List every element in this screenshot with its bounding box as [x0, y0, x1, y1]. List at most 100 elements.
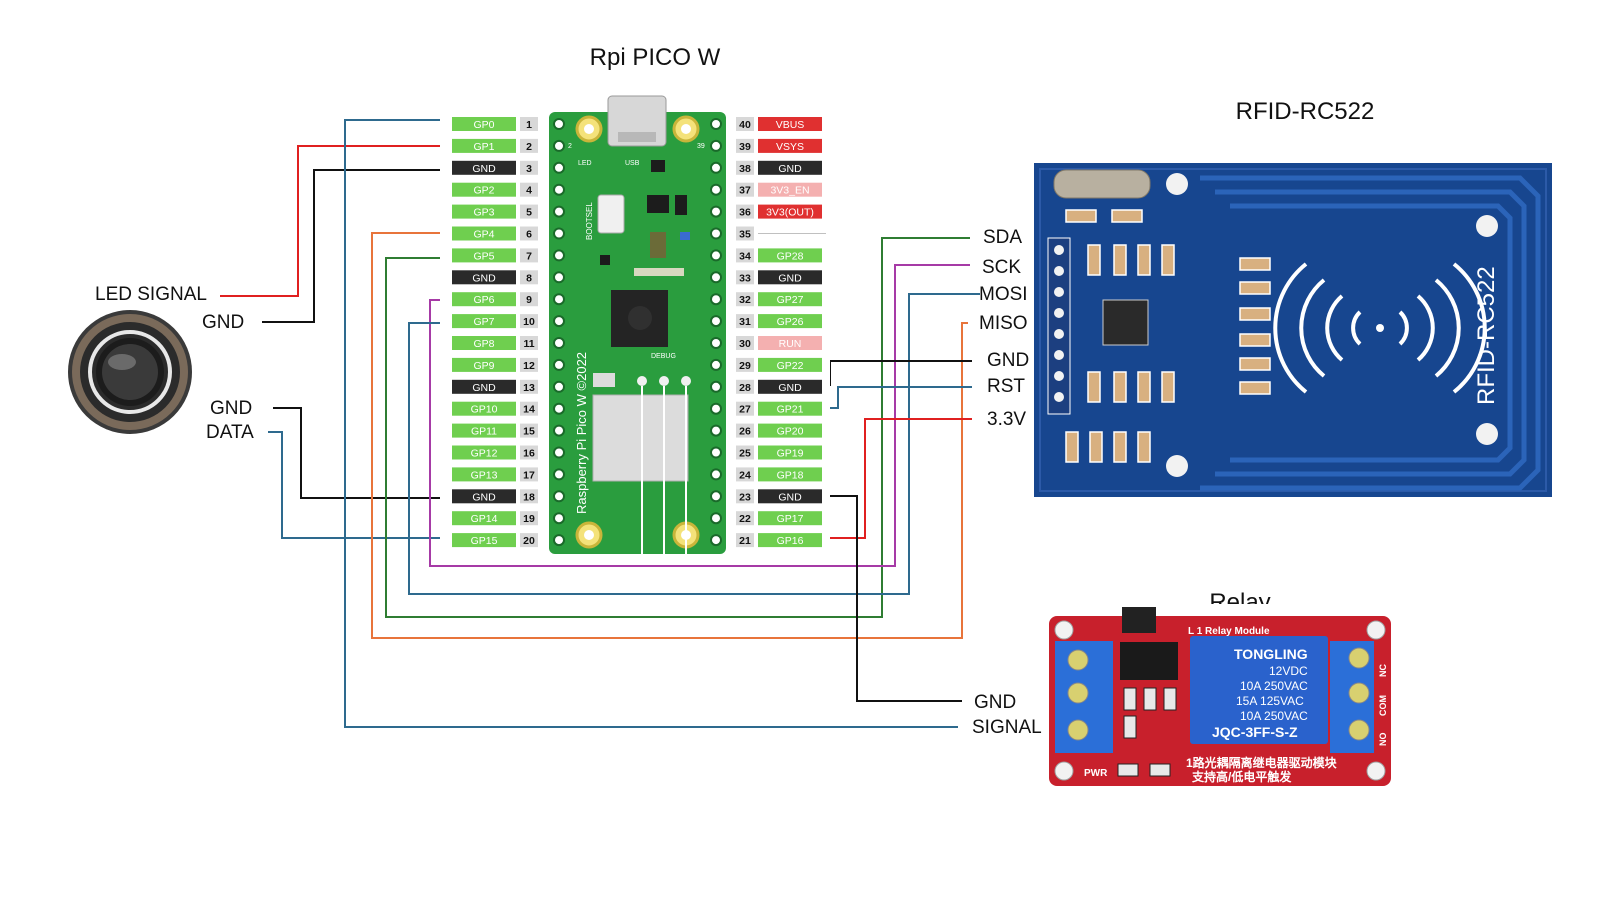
relay-module: TONGLING 12VDC 10A 250VAC 15A 125VAC 10A…	[1049, 607, 1391, 786]
pin-number: 21	[739, 535, 751, 547]
wire-relay-gnd	[825, 495, 962, 702]
rfid-header-pin	[1054, 350, 1064, 360]
pin-number: 28	[739, 382, 751, 394]
label-led-signal: LED SIGNAL	[95, 284, 207, 305]
pin-number: 29	[739, 360, 751, 372]
pin2-label: 2	[568, 143, 572, 150]
bootsel-button	[597, 194, 625, 234]
pin-name: GND	[778, 491, 802, 503]
pin39-label: 39	[697, 143, 705, 150]
relay-chinese-1: 1路光耦隔离继电器驱动模块	[1186, 755, 1338, 770]
rfid-board: RFID-RC522	[1034, 163, 1552, 497]
pin-number: 8	[526, 272, 532, 284]
debug-label: DEBUG	[651, 353, 676, 360]
pin-name: GP10	[471, 404, 498, 416]
pin-name: GP17	[777, 513, 804, 525]
pin-name: GND	[472, 272, 496, 284]
pin-name: GP0	[473, 119, 494, 131]
relay-pwr-label: PWR	[1084, 768, 1108, 779]
label-mosi: MOSI	[979, 284, 1028, 305]
pin-name: GND	[472, 382, 496, 394]
bootsel-label: BOOTSEL	[585, 202, 594, 240]
pin-name: GP9	[473, 360, 494, 372]
pico-pin-left: GP8 11	[452, 336, 565, 350]
pin-name: GP15	[471, 535, 498, 547]
pin-name: GP20	[777, 426, 804, 438]
relay-rating2: 10A 250VAC	[1240, 679, 1308, 693]
relay-nc-label: NC	[1378, 664, 1388, 677]
pin-number: 14	[523, 404, 535, 416]
pin-name: GP13	[471, 469, 498, 481]
pin-name: GP4	[473, 229, 494, 241]
led-label: LED	[578, 160, 592, 167]
wire-rst	[825, 386, 972, 409]
label-relay-signal: SIGNAL	[972, 717, 1042, 738]
pico-pin-right: 24 GP18	[710, 467, 822, 482]
mfrc522-chip	[1102, 299, 1149, 346]
pico-title: Rpi PICO W	[590, 44, 721, 71]
rfid-title: RFID-RC522	[1236, 98, 1375, 125]
label-led-gnd: GND	[202, 312, 244, 333]
pin-number: 10	[523, 316, 535, 328]
label-rfid-gnd: GND	[987, 350, 1029, 371]
rfid-header-pin	[1054, 392, 1064, 402]
pin-name: GP8	[473, 338, 494, 350]
pin-name: GP19	[777, 448, 804, 460]
pin-number: 18	[523, 491, 535, 503]
relay-rating3: 15A 125VAC	[1236, 694, 1304, 708]
pin-name: GP7	[473, 316, 494, 328]
label-button-gnd: GND	[210, 398, 252, 419]
pin-number: 32	[739, 294, 751, 306]
wire-button-data	[268, 431, 450, 539]
rfid-header-pin	[1054, 245, 1064, 255]
pin-name: GND	[472, 163, 496, 175]
pin-name: GP16	[777, 535, 804, 547]
pin-name: GP18	[777, 469, 804, 481]
pin-number: 30	[739, 338, 751, 350]
label-sck: SCK	[982, 257, 1021, 278]
pin-name: VBUS	[776, 119, 805, 131]
pin-number: 22	[739, 513, 751, 525]
rfid-header-pin	[1054, 329, 1064, 339]
pico-pin-right: 30 RUN	[710, 336, 822, 350]
pin-number: 24	[739, 469, 751, 481]
pin-number: 16	[523, 448, 535, 460]
pin-number: 36	[739, 207, 751, 219]
pin-name: GND	[778, 382, 802, 394]
relay-module-label: L 1 Relay Module	[1188, 626, 1270, 637]
usb-label: USB	[625, 160, 640, 167]
pin-number: 33	[739, 272, 751, 284]
pin-number: 31	[739, 316, 751, 328]
relay-brand: TONGLING	[1234, 646, 1308, 662]
label-button-data: DATA	[206, 422, 254, 443]
relay-rating1: 12VDC	[1269, 664, 1308, 678]
pico-pin-left: GND 8	[452, 270, 565, 285]
pin-name: GND	[778, 163, 802, 175]
pin-name: RUN	[779, 338, 802, 350]
wifi-module	[592, 394, 689, 482]
pin-number: 11	[523, 338, 534, 350]
